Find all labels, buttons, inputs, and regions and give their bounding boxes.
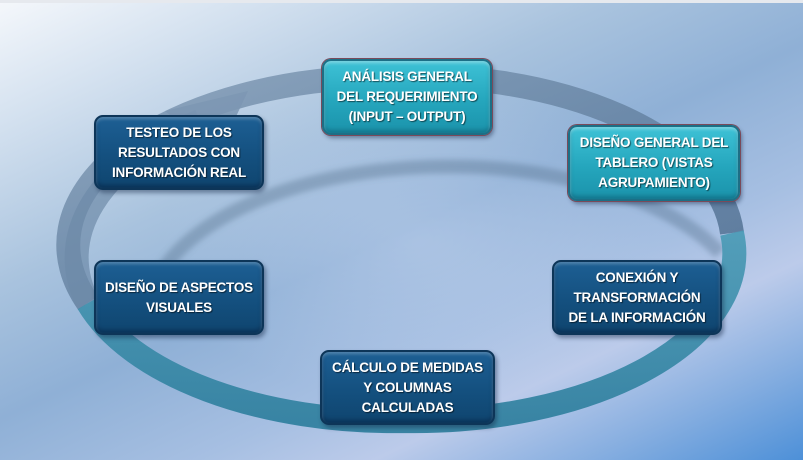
step-testeo-resultados[interactable]: TESTEO DE LOS RESULTADOS CON INFORMACIÓN… xyxy=(94,115,264,190)
step-conexion-transformacion[interactable]: CONEXIÓN Y TRANSFORMACIÓN DE LA INFORMAC… xyxy=(552,260,722,335)
step-analisis-general[interactable]: ANÁLISIS GENERAL DEL REQUERIMIENTO (INPU… xyxy=(322,59,492,135)
step-diseno-aspectos-visuales[interactable]: DISEÑO DE ASPECTOS VISUALES xyxy=(94,260,264,335)
step-diseno-general-tablero[interactable]: DISEÑO GENERAL DEL TABLERO (VISTAS AGRUP… xyxy=(568,125,740,201)
step-calculo-medidas[interactable]: CÁLCULO DE MEDIDAS Y COLUMNAS CALCULADAS xyxy=(320,350,495,425)
